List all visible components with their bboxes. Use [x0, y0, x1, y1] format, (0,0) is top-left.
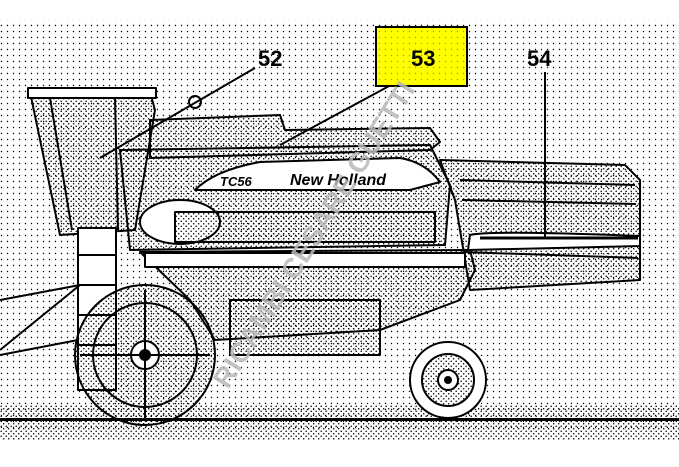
straw-chute: [467, 231, 641, 251]
brand-band: [194, 157, 441, 191]
model-badge: TC56: [220, 174, 253, 189]
ground-line: [0, 418, 679, 421]
engine-casing: [229, 299, 381, 356]
header-frame: [0, 284, 81, 351]
front-wheel: [74, 284, 216, 426]
callout-52[interactable]: 52: [258, 46, 282, 71]
rear-housing: [439, 159, 641, 291]
callout-54[interactable]: 54: [527, 46, 552, 71]
brand-logo-text: New Holland: [290, 172, 387, 189]
beacon-light: [188, 95, 202, 109]
callout-53[interactable]: 53: [411, 46, 435, 71]
leader-line-52: [99, 67, 256, 159]
cab-roof: [27, 87, 157, 99]
rear-wheel: [409, 341, 487, 419]
